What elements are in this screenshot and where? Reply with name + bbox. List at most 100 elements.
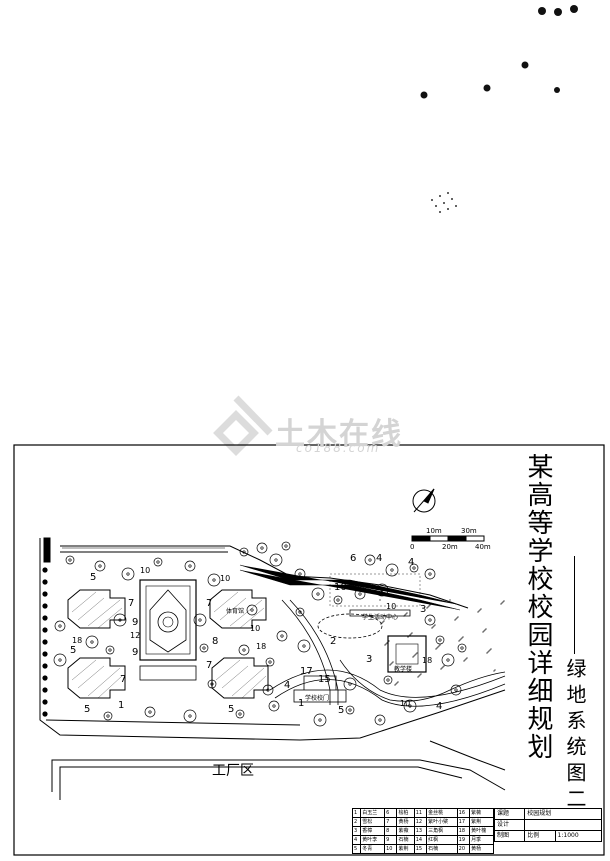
shrub-dot bbox=[488, 650, 490, 652]
stray-shrub-dots bbox=[431, 192, 457, 213]
tree-symbol bbox=[113, 613, 127, 627]
plant-number: 10 bbox=[400, 699, 411, 708]
tree-symbol bbox=[457, 643, 467, 653]
tree-trunk bbox=[378, 718, 382, 722]
plant-number: 4 bbox=[436, 701, 443, 712]
scale-bar bbox=[411, 535, 485, 542]
shrub-dot bbox=[416, 652, 418, 654]
legend-index: 5 bbox=[351, 844, 362, 854]
tree-trunk bbox=[298, 610, 302, 614]
tree-trunk bbox=[238, 712, 242, 716]
shrub-dot bbox=[466, 657, 468, 659]
shrub-dot bbox=[405, 613, 407, 615]
shrub-dot bbox=[480, 608, 482, 610]
tree-symbol bbox=[424, 614, 436, 626]
shrub-dot bbox=[379, 599, 381, 601]
tree-symbol bbox=[313, 713, 327, 727]
shrub-dot bbox=[437, 646, 439, 648]
scale-label-0: 0 bbox=[410, 543, 415, 551]
shrub-dot bbox=[388, 640, 390, 642]
factory-road bbox=[51, 740, 506, 800]
shrub-dot bbox=[390, 663, 392, 665]
legend-plant-name: 香樟 bbox=[360, 826, 386, 836]
tree-symbol bbox=[239, 547, 249, 557]
tree-trunk bbox=[408, 704, 412, 708]
plant-number: 9 bbox=[132, 647, 139, 658]
drawing-frame bbox=[13, 444, 605, 856]
tree-trunk bbox=[412, 566, 416, 570]
legend-index: 3 bbox=[351, 826, 362, 836]
columnar-tree bbox=[42, 603, 48, 609]
label-gate-plaza: 学校校门 bbox=[305, 695, 330, 702]
tree-symbol bbox=[364, 554, 376, 566]
dormitory-blocks bbox=[67, 589, 269, 699]
shrub-dot bbox=[441, 667, 443, 669]
title-block-scale-label: 比例 bbox=[524, 830, 556, 842]
shrub-dot bbox=[403, 615, 405, 617]
tree-trunk bbox=[284, 544, 288, 548]
shrub-dot bbox=[500, 603, 502, 605]
shrub-dot bbox=[482, 631, 484, 633]
shrub-dot bbox=[449, 599, 451, 601]
legend-plant-name: 冬青 bbox=[360, 844, 386, 854]
pavilion bbox=[293, 675, 347, 703]
legend-index: 4 bbox=[351, 835, 362, 845]
shrub-dot bbox=[502, 601, 504, 603]
shrub-dot bbox=[394, 684, 396, 686]
tree-trunk bbox=[188, 564, 192, 568]
legend-plant-name: 石楠 bbox=[396, 835, 415, 845]
shrub-dot bbox=[433, 625, 435, 627]
tree-symbol bbox=[297, 639, 311, 653]
shrub-dot bbox=[426, 607, 428, 609]
shrub-dot bbox=[443, 665, 445, 667]
legend-index: 8 bbox=[384, 826, 398, 836]
tree-symbol bbox=[85, 635, 99, 649]
shrub-dot bbox=[456, 617, 458, 619]
shrub-dot bbox=[478, 610, 480, 612]
legend-plant-name: 金丝桃 bbox=[426, 808, 458, 818]
shrub-dot bbox=[465, 658, 467, 660]
label-teaching-building: 教学楼 bbox=[394, 666, 413, 673]
tree-symbol bbox=[207, 573, 221, 587]
stray-tree-symbols bbox=[420, 5, 578, 99]
plant-number: 1 bbox=[298, 698, 305, 709]
plant-number: 1 bbox=[118, 700, 125, 711]
plant-number: 8 bbox=[212, 636, 219, 647]
tree-symbol bbox=[333, 595, 343, 605]
legend-index: 9 bbox=[384, 835, 398, 845]
shrub-dot bbox=[483, 630, 485, 632]
tree-symbol bbox=[354, 588, 366, 600]
scale-label-40m: 40m bbox=[475, 543, 491, 551]
legend-index: 19 bbox=[456, 835, 471, 845]
shrub-dot bbox=[493, 670, 495, 672]
tree-trunk bbox=[460, 646, 464, 650]
shrub-dot bbox=[434, 624, 436, 626]
shrub-dot bbox=[385, 643, 387, 645]
shrub-dot bbox=[487, 651, 489, 653]
shrub-dot bbox=[442, 666, 444, 668]
legend-index: 1 bbox=[351, 808, 362, 818]
tree-symbol bbox=[441, 653, 455, 667]
tree-trunk bbox=[242, 550, 246, 554]
tree-trunk bbox=[272, 704, 276, 708]
tree-trunk bbox=[428, 572, 432, 576]
tree-symbol bbox=[153, 557, 163, 567]
tree-trunk bbox=[108, 648, 112, 652]
legend-plant-name: 紫荆 bbox=[469, 817, 494, 827]
plant-number: 7 bbox=[120, 674, 127, 685]
legend-plant-name: 紫薇 bbox=[469, 808, 494, 818]
tree-symbol bbox=[238, 644, 250, 656]
plant-number: 7 bbox=[206, 598, 213, 609]
shrub-dot bbox=[408, 635, 410, 637]
label-activity-center: 学生活动中心 bbox=[362, 614, 399, 621]
shrub-dot bbox=[414, 654, 416, 656]
plant-number: 5 bbox=[70, 645, 77, 656]
shrub-dot bbox=[391, 662, 393, 664]
shrub-dot bbox=[461, 637, 463, 639]
shrub-dot bbox=[490, 648, 492, 650]
tree-trunk bbox=[348, 682, 352, 686]
shrub-dot bbox=[439, 644, 441, 646]
shrub-dot bbox=[428, 605, 430, 607]
